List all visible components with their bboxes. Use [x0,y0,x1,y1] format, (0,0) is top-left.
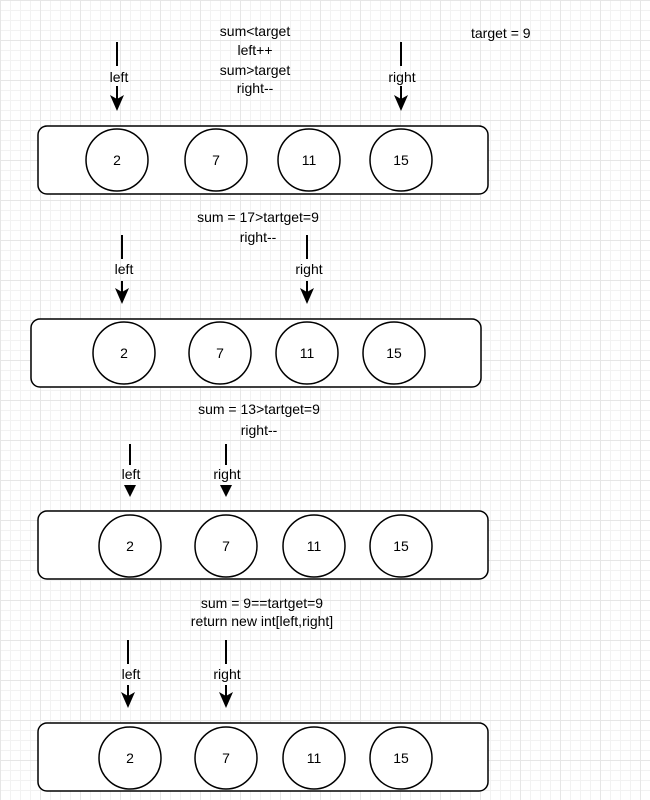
left-pointer-arrow [121,640,135,708]
array-element [277,128,341,192]
step-note: left++ [237,42,273,58]
right-pointer-arrow [220,444,232,497]
step-note: right-- [239,229,277,245]
left-pointer-label: left [109,69,129,85]
target-label: target = 9 [471,25,531,41]
right-pointer-arrow [219,640,233,708]
array-element [362,321,426,385]
left-pointer-label: left [121,466,141,482]
element-value: 11 [302,152,317,168]
element-value: 2 [126,538,134,554]
element-value: 15 [386,345,402,361]
element-value: 15 [393,538,409,554]
right-pointer-label: right [213,666,241,682]
right-pointer-arrow [394,42,408,111]
left-pointer-label: left [114,261,134,277]
array-element [184,128,248,192]
right-pointer-label: right [295,261,323,277]
step-note: sum>target [219,62,291,78]
array-element [194,514,258,578]
element-value: 11 [307,538,322,554]
step-3: 2 7 11 15 [37,444,489,580]
element-value: 2 [120,345,128,361]
array-element [282,514,346,578]
array-element [188,321,252,385]
right-pointer-label: right [388,69,416,85]
array-element [369,128,433,192]
element-value: 7 [212,152,220,168]
right-pointer-label: right [213,466,241,482]
element-value: 15 [393,152,409,168]
step-note: right-- [236,80,274,96]
left-pointer-arrow [110,42,124,111]
step-1: 2 7 11 15 [37,42,489,195]
array-element [98,726,162,790]
right-pointer-arrow [300,235,314,304]
element-value: 7 [222,538,230,554]
step-note: sum<target [219,23,291,39]
left-pointer-label: left [121,666,141,682]
step-note: sum = 17>tartget=9 [197,209,319,225]
array-element [282,726,346,790]
element-value: 11 [307,750,322,766]
array-element [369,726,433,790]
step-note: sum = 9==tartget=9 [200,595,324,611]
element-value: 7 [222,750,230,766]
array-element [98,514,162,578]
step-2: 2 7 11 15 [30,235,482,388]
element-value: 2 [113,152,121,168]
step-note: right-- [240,422,278,438]
array-element [369,514,433,578]
step-note: sum = 13>tartget=9 [198,401,320,417]
array-element [275,321,339,385]
step-note: return new int[left,right] [190,613,334,629]
array-element [85,128,149,192]
array-element [92,321,156,385]
element-value: 11 [300,345,315,361]
element-value: 7 [216,345,224,361]
element-value: 2 [126,750,134,766]
step-4: 2 7 11 15 [37,640,489,792]
array-element [194,726,258,790]
left-pointer-arrow [115,235,129,304]
left-pointer-arrow [124,444,136,497]
element-value: 15 [393,750,409,766]
